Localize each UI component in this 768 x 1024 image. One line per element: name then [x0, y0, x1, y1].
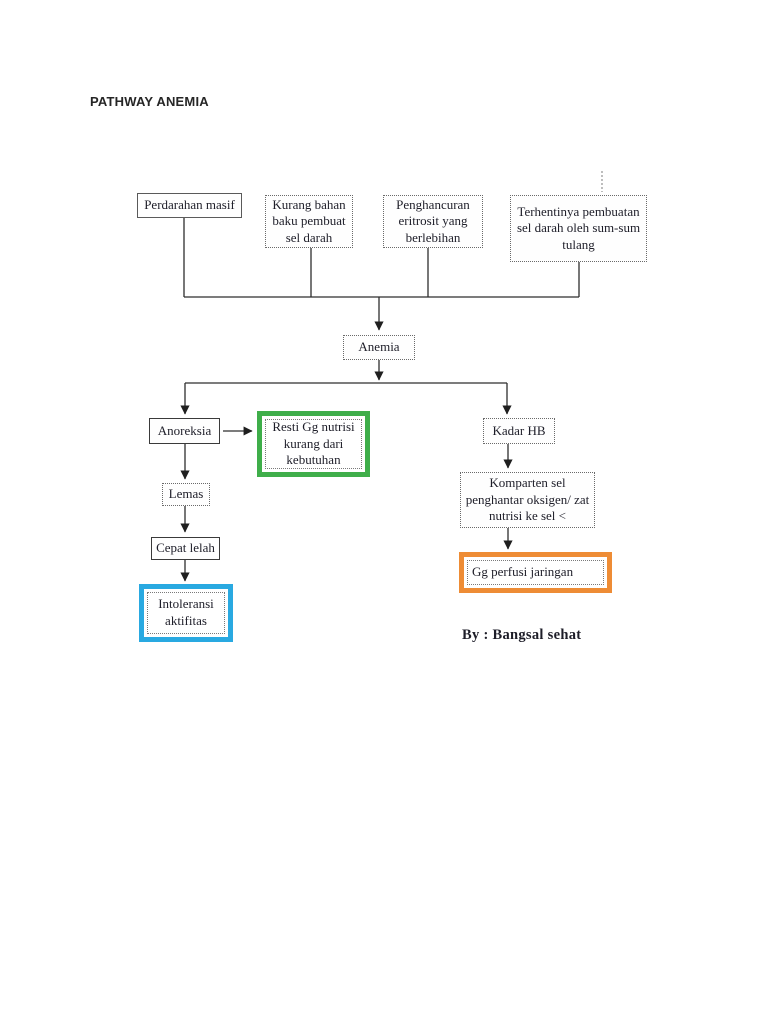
node-lemas: Lemas: [162, 483, 210, 506]
page-title: PATHWAY ANEMIA: [90, 94, 209, 109]
node-anoreksia: Anoreksia: [149, 418, 220, 444]
node-komparten-sel: Komparten sel penghantar oksigen/ zat nu…: [460, 472, 595, 528]
author-byline: By : Bangsal sehat: [462, 627, 582, 643]
node-cepat-lelah: Cepat lelah: [151, 537, 220, 560]
node-anemia: Anemia: [343, 335, 415, 360]
node-intoleransi-aktifitas-frame: Intoleransi aktifitas: [139, 584, 233, 642]
node-kadar-hb: Kadar HB: [483, 418, 555, 444]
node-intoleransi-aktifitas: Intoleransi aktifitas: [147, 592, 225, 634]
node-perdarahan-masif: Perdarahan masif: [137, 193, 242, 218]
node-gg-perfusi-jaringan: Gg perfusi jaringan: [467, 560, 604, 585]
node-resti-gg-nutrisi-frame: Resti Gg nutrisi kurang dari kebutuhan: [257, 411, 370, 477]
node-kurang-bahan-baku: Kurang bahan baku pembuat sel darah: [265, 195, 353, 248]
node-resti-gg-nutrisi: Resti Gg nutrisi kurang dari kebutuhan: [265, 419, 362, 469]
node-gg-perfusi-jaringan-frame: Gg perfusi jaringan: [459, 552, 612, 593]
node-terhentinya-pembuatan: Terhentinya pembuatan sel darah oleh sum…: [510, 195, 647, 262]
node-penghancuran-eritrosit: Penghancuran eritrosit yang berlebihan: [383, 195, 483, 248]
